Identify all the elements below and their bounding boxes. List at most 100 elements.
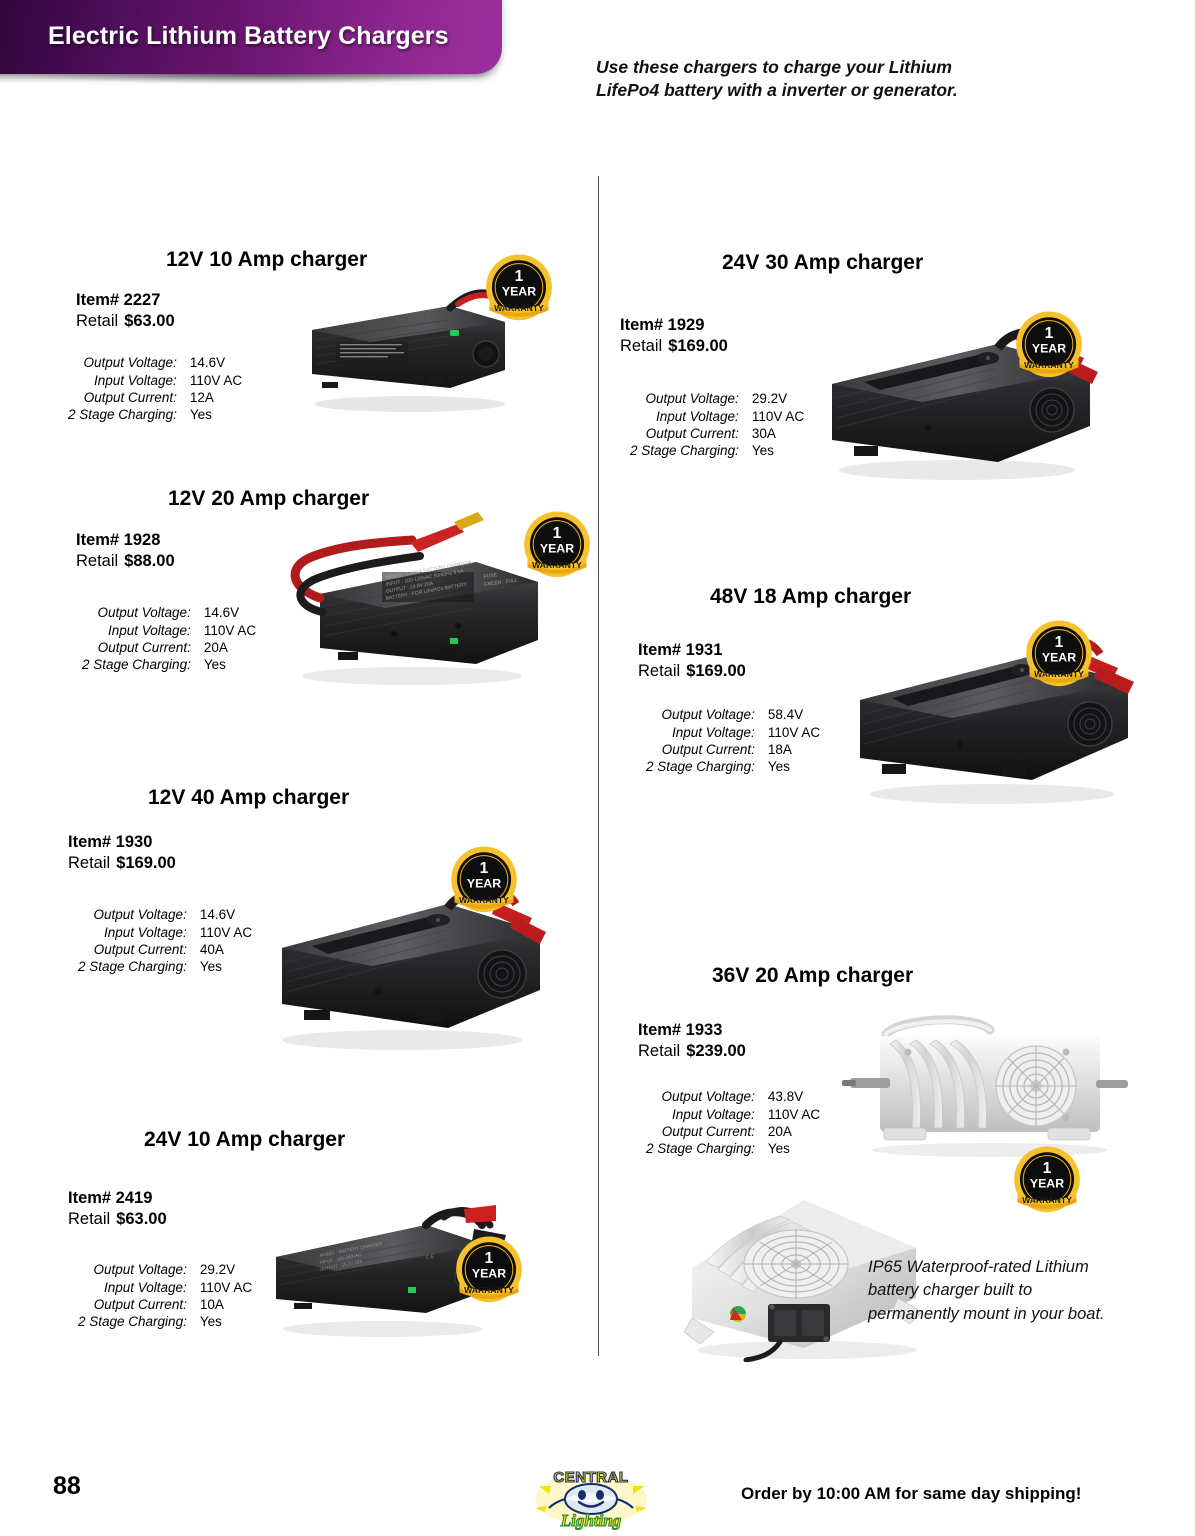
retail-price-line: Retail$239.00 <box>638 1042 746 1061</box>
spec-label: Output Voltage: <box>93 907 187 923</box>
spec-row: Output Current: 10A <box>78 1296 252 1313</box>
warranty-badge-1-year: 1 YEAR WARRANTY <box>443 840 525 922</box>
product-photo-charger-24v10a: MODEL : BATTERY CHARGER INPUT : 100-240V… <box>258 1195 518 1345</box>
product-title: 36V 20 Amp charger <box>712 964 914 987</box>
product-photo-charger-48v18a <box>842 612 1142 812</box>
spec-value: 110V AC <box>767 724 821 740</box>
product-title: 12V 40 Amp charger <box>148 786 350 809</box>
spec-label: 2 Stage Charging: <box>646 1141 755 1157</box>
svg-text:YEAR: YEAR <box>1032 342 1066 356</box>
product-item-block-6: Item# 1933 Retail$239.00 <box>638 1021 746 1061</box>
spec-row: Output Voltage:14.6V <box>78 906 252 923</box>
spec-value: 20A <box>767 1123 792 1139</box>
warranty-badge-1-year: 1 YEAR WARRANTY <box>448 1230 530 1312</box>
spec-row: Output Current:40A <box>78 941 252 958</box>
spec-value: 20A <box>203 639 228 655</box>
intro-line-2: LifePo4 battery with a inverter or gener… <box>596 80 958 101</box>
spec-label: Input Voltage: <box>672 1106 755 1122</box>
product-title: 12V 20 Amp charger <box>168 487 370 510</box>
svg-text:YEAR: YEAR <box>502 285 536 299</box>
product-title: 24V 30 Amp charger <box>722 251 924 274</box>
spec-label: 2 Stage Charging: <box>646 759 755 775</box>
product-title-block-5: 48V 18 Amp charger <box>710 585 911 609</box>
product-photo-charger-36v20a <box>840 1000 1130 1160</box>
page-number: 88 <box>53 1472 81 1500</box>
retail-price-line: Retail$63.00 <box>68 1210 167 1229</box>
spec-value: Yes <box>767 759 790 775</box>
product-item-block-5: Item# 1931 Retail$169.00 <box>638 641 746 681</box>
svg-text:WARRANTY: WARRANTY <box>1022 1195 1072 1205</box>
retail-label: Retail <box>76 312 119 330</box>
spec-label: Output Current: <box>93 1296 187 1312</box>
spec-row: Output Voltage: 29.2V <box>78 1261 252 1278</box>
spec-label: 2 Stage Charging: <box>630 443 739 459</box>
ip65-description: IP65 Waterproof-rated Lithium battery ch… <box>868 1258 1105 1323</box>
spec-value: 29.2V <box>199 1262 236 1278</box>
item-number: Item# 1929 <box>620 316 705 334</box>
item-number: Item# 1931 <box>638 641 723 659</box>
item-number: Item# 2419 <box>68 1189 153 1207</box>
spec-value: Yes <box>189 407 212 423</box>
spec-table-1: Output Voltage:14.6V Input Voltage:110V … <box>82 604 256 674</box>
page-title: Electric Lithium Battery Chargers <box>48 21 449 50</box>
spec-row: Output Voltage:14.6V <box>82 604 256 621</box>
spec-label: Input Voltage: <box>94 372 177 388</box>
retail-price-line: Retail$88.00 <box>76 552 175 571</box>
product-item-block-1: Item# 1928 Retail$88.00 <box>76 531 175 571</box>
product-photo-charger-waterproof-angled <box>672 1172 942 1362</box>
spec-label: Input Voltage: <box>656 408 739 424</box>
spec-row: 2 Stage Charging: Yes <box>646 758 820 775</box>
price-value: $169.00 <box>668 337 728 355</box>
retail-price-line: Retail$169.00 <box>638 662 746 681</box>
svg-text:Lighting: Lighting <box>560 1511 622 1530</box>
svg-text:1: 1 <box>480 860 489 877</box>
spec-value: 43.8V <box>767 1089 804 1105</box>
product-title: 24V 10 Amp charger <box>144 1128 346 1151</box>
product-title-block-3: 24V 10 Amp charger <box>144 1128 345 1152</box>
spec-label: Input Voltage: <box>104 924 187 940</box>
spec-label: Output Current: <box>83 389 177 405</box>
svg-text:1: 1 <box>1055 634 1064 651</box>
spec-label: Output Voltage: <box>645 391 739 407</box>
spec-value: 10A <box>199 1296 224 1312</box>
svg-text:WARRANTY: WARRANTY <box>464 1285 514 1295</box>
price-value: $88.00 <box>124 552 175 570</box>
svg-text:CENTRAL: CENTRAL <box>553 1469 628 1486</box>
price-value: $63.00 <box>124 312 175 330</box>
svg-text:1: 1 <box>1043 1160 1052 1177</box>
spec-label: 2 Stage Charging: <box>78 959 187 975</box>
spec-label: Output Voltage: <box>97 605 191 621</box>
retail-price-line: Retail$169.00 <box>68 854 176 873</box>
warranty-badge-1-year: 1 YEAR WARRANTY <box>1006 1140 1088 1222</box>
product-title-block-0: 12V 10 Amp charger <box>166 248 367 272</box>
spec-row: Output Voltage:43.8V <box>646 1088 820 1105</box>
spec-row: 2 Stage Charging:Yes <box>68 406 242 423</box>
svg-text:YEAR: YEAR <box>472 1267 506 1281</box>
intro-line-1: Use these chargers to charge your Lithiu… <box>596 57 952 77</box>
svg-text:YEAR: YEAR <box>540 542 574 556</box>
spec-value: 14.6V <box>189 355 226 371</box>
spec-row: 2 Stage Charging:Yes <box>82 656 256 673</box>
spec-row: Output Current:18A <box>646 741 820 758</box>
spec-label: Input Voltage: <box>672 724 755 740</box>
svg-text:WARRANTY: WARRANTY <box>494 303 544 313</box>
spec-row: Output Voltage:29.2V <box>630 390 804 407</box>
spec-row: Output Current:12A <box>68 389 242 406</box>
spec-table-4: Output Voltage:29.2V Input Voltage:110V … <box>630 390 804 460</box>
product-title-block-2: 12V 40 Amp charger <box>148 786 349 810</box>
retail-label: Retail <box>638 662 681 680</box>
spec-row: Output Voltage:14.6V <box>68 354 242 371</box>
spec-label: Output Voltage: <box>93 1262 187 1278</box>
spec-label: Output Current: <box>97 639 191 655</box>
spec-value: Yes <box>767 1141 790 1157</box>
item-number: Item# 1933 <box>638 1021 723 1039</box>
item-number: Item# 1928 <box>76 531 161 549</box>
product-title-block-6: 36V 20 Amp charger <box>712 964 913 988</box>
retail-price-line: Retail $63.00 <box>76 312 175 331</box>
spec-value: 110V AC <box>199 1279 253 1295</box>
spec-table-6: Output Voltage:43.8V Input Voltage:110V … <box>646 1088 820 1158</box>
svg-text:YEAR: YEAR <box>467 877 501 891</box>
spec-row: 2 Stage Charging:Yes <box>78 1313 252 1330</box>
spec-row: Output Current:20A <box>646 1123 820 1140</box>
product-photo-charger-12v20a: MODEL : C600A BATTERY CHARGER INPUT : 10… <box>262 508 542 698</box>
